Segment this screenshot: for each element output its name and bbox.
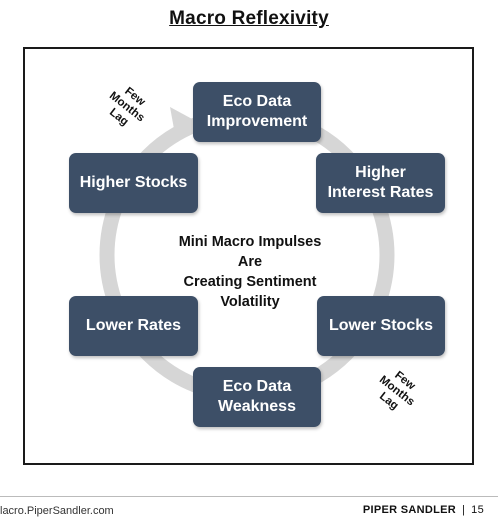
footer-brand: PIPER SANDLER [362,504,456,516]
node-higher-stocks: Higher Stocks [69,153,198,213]
page-title: Macro Reflexivity [169,8,329,29]
footer-brand-block: PIPER SANDLER | 15 [363,504,484,516]
node-eco-data-weakness: Eco Data Weakness [193,367,321,427]
node-lower-stocks: Lower Stocks [317,296,445,356]
page-number: 15 [471,504,484,516]
node-lower-rates: Lower Rates [69,296,198,356]
node-eco-data-improvement: Eco Data Improvement [193,82,321,142]
cycle-arrow-head [170,107,194,140]
footer-url: lacro.PiperSandler.com [0,505,114,517]
node-higher-interest-rates: Higher Interest Rates [316,153,445,213]
diagram-frame [23,47,474,465]
center-caption: Mini Macro Impulses Are Creating Sentime… [178,234,322,310]
footer-divider [0,496,498,497]
footer-separator: | [461,504,466,516]
